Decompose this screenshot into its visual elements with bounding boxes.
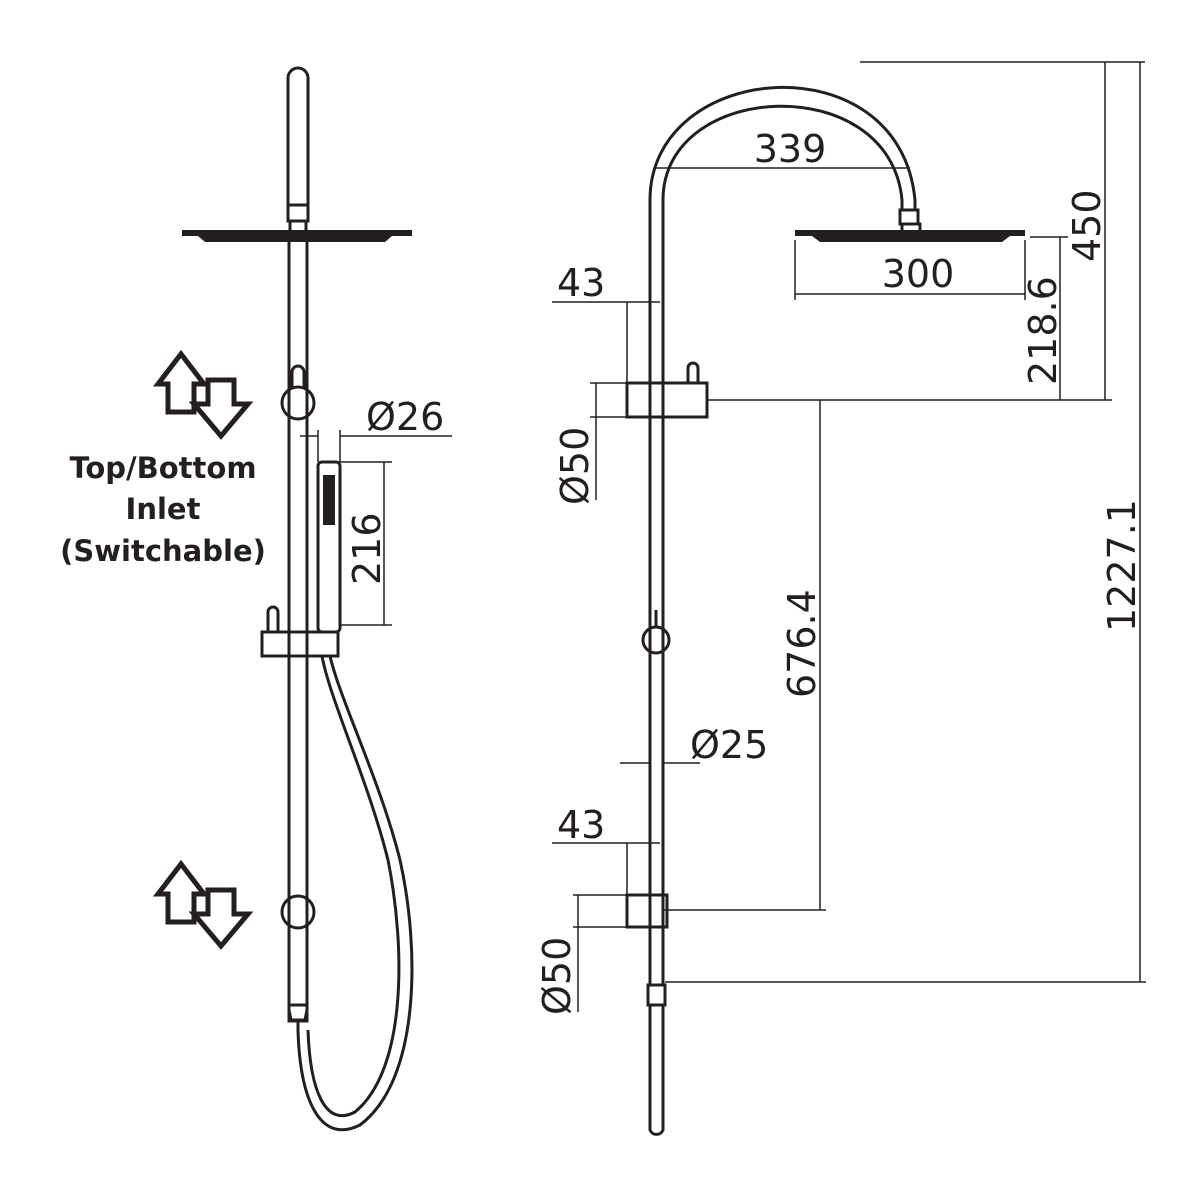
hand-shower [316,460,342,634]
bottom-wall-bracket [625,893,669,929]
dim-top-inlet-diameter: Ø50 [553,427,597,505]
rail-bottom [287,1009,309,1022]
hose-inner [306,655,401,1118]
side-view: 339 300 43 Ø50 450 218.6 676.4 1227.1 [535,61,1146,1136]
arch-inner [661,104,904,388]
swap-arrows-icon [152,859,254,950]
dim-inlet-centres: 676.4 [780,589,824,698]
upper-rod [286,66,310,205]
swap-arrows-icon [152,349,254,440]
shower-head-nozzles [198,236,392,242]
dim-arch-width: 339 [754,127,827,171]
inlet-note-line1: Top/Bottom [69,451,256,485]
head-connector [286,203,310,223]
dim-bottom-inlet-diameter: Ø50 [535,937,579,1015]
slide-bracket [260,630,340,658]
top-inlet-lever [290,364,306,387]
head-stem [288,219,308,235]
inlet-note-line3: (Switchable) [60,534,266,568]
dim-top-inlet-projection: 43 [557,261,605,305]
top-wall-bracket [625,381,709,419]
top-inlet [280,385,316,421]
bottom-inlet [280,894,316,930]
slide-knob [641,625,671,655]
hose-outer [296,655,414,1132]
dim-bottom-inlet-projection: 43 [557,803,605,847]
hose-connector [287,1003,309,1023]
head-connector-side [898,208,920,226]
arch-outer [648,86,917,388]
dim-overall-height: 1227.1 [1100,499,1144,632]
dim-handshower-diameter: Ø26 [366,395,444,439]
head-stem-side [900,222,922,234]
dim-head-diameter: 300 [882,252,955,296]
dim-arm-height: 450 [1065,189,1109,262]
shower-head-side-nozzles [812,236,1010,242]
dim-head-to-top-inlet: 218.6 [1021,276,1065,385]
rail-side-foot [646,983,667,1007]
hose-side [648,1005,665,1136]
inlet-note-line2: Inlet [126,492,201,526]
dim-rail-diameter: Ø25 [690,723,768,767]
front-view: Ø26 216 Top/Bottom Inlet (Switchable) [60,66,452,1132]
hand-shower-face [323,475,335,525]
bracket-knob [266,605,280,632]
dim-handshower-length: 216 [345,512,389,585]
top-bracket-knob [686,361,700,383]
